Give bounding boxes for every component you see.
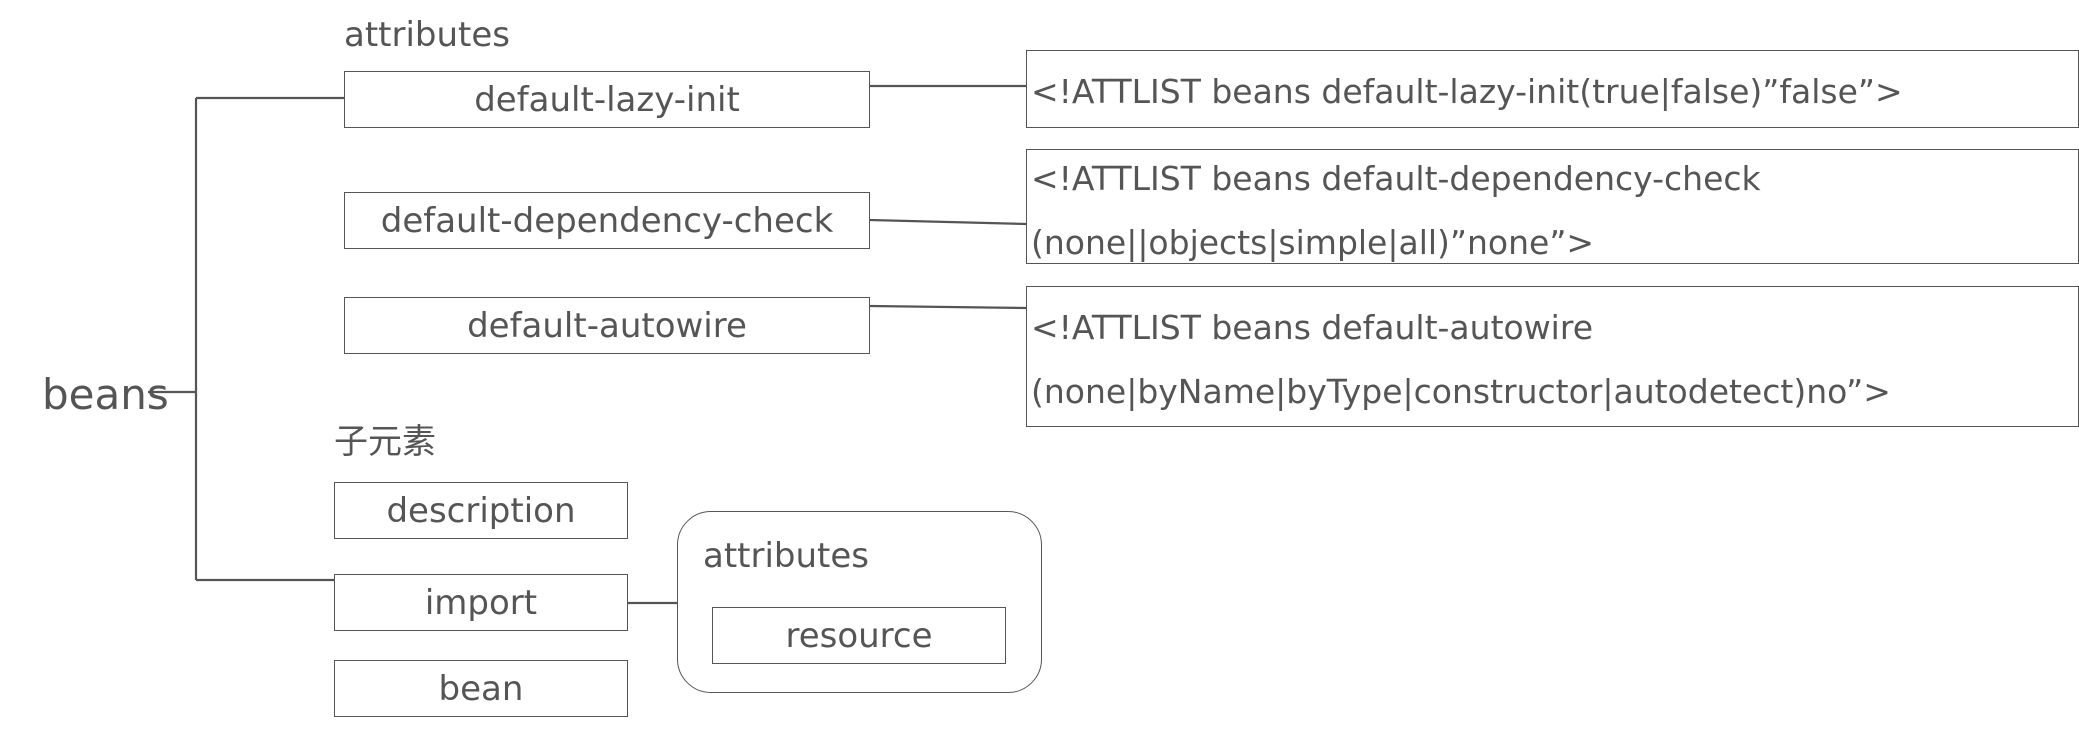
- attribute-default-lazy-init: default-lazy-init: [344, 71, 870, 128]
- attributes-heading: attributes: [344, 15, 511, 55]
- child-element-import: import: [334, 574, 628, 631]
- child-element-description: description: [334, 482, 628, 539]
- definition-default-dependency-check: <!ATTLIST beans default-dependency-check…: [1026, 149, 2079, 264]
- import-attribute-resource: resource: [712, 607, 1006, 664]
- attribute-label: default-autowire: [467, 305, 747, 346]
- definition-default-lazy-init: <!ATTLIST beans default-lazy-init(true|f…: [1026, 50, 2079, 128]
- child-element-label: bean: [438, 668, 524, 709]
- attribute-label: default-dependency-check: [380, 200, 834, 241]
- attribute-label: default-lazy-init: [474, 79, 740, 120]
- child-element-label: import: [424, 582, 538, 623]
- dependency-check-link-line: [868, 218, 1028, 226]
- autowire-link-line: [868, 304, 1028, 310]
- child-element-bean: bean: [334, 660, 628, 717]
- attribute-default-dependency-check: default-dependency-check: [344, 192, 870, 249]
- definition-line: <!ATTLIST beans default-lazy-init(true|f…: [1031, 72, 1903, 111]
- root-label: beans: [42, 370, 169, 419]
- children-heading: 子元素: [334, 422, 436, 462]
- definition-line: <!ATTLIST beans default-autowire: [1031, 308, 1593, 347]
- definition-line: <!ATTLIST beans default-dependency-check: [1031, 159, 1761, 198]
- definition-line: (none||objects|simple|all)”none”>: [1031, 223, 1595, 262]
- definition-default-autowire: <!ATTLIST beans default-autowire (none|b…: [1026, 286, 2079, 427]
- import-attributes-heading: attributes: [703, 536, 870, 576]
- import-attribute-label: resource: [785, 615, 933, 656]
- definition-line: (none|byName|byType|constructor|autodete…: [1031, 372, 1891, 411]
- child-element-label: description: [386, 490, 576, 531]
- attribute-default-autowire: default-autowire: [344, 297, 870, 354]
